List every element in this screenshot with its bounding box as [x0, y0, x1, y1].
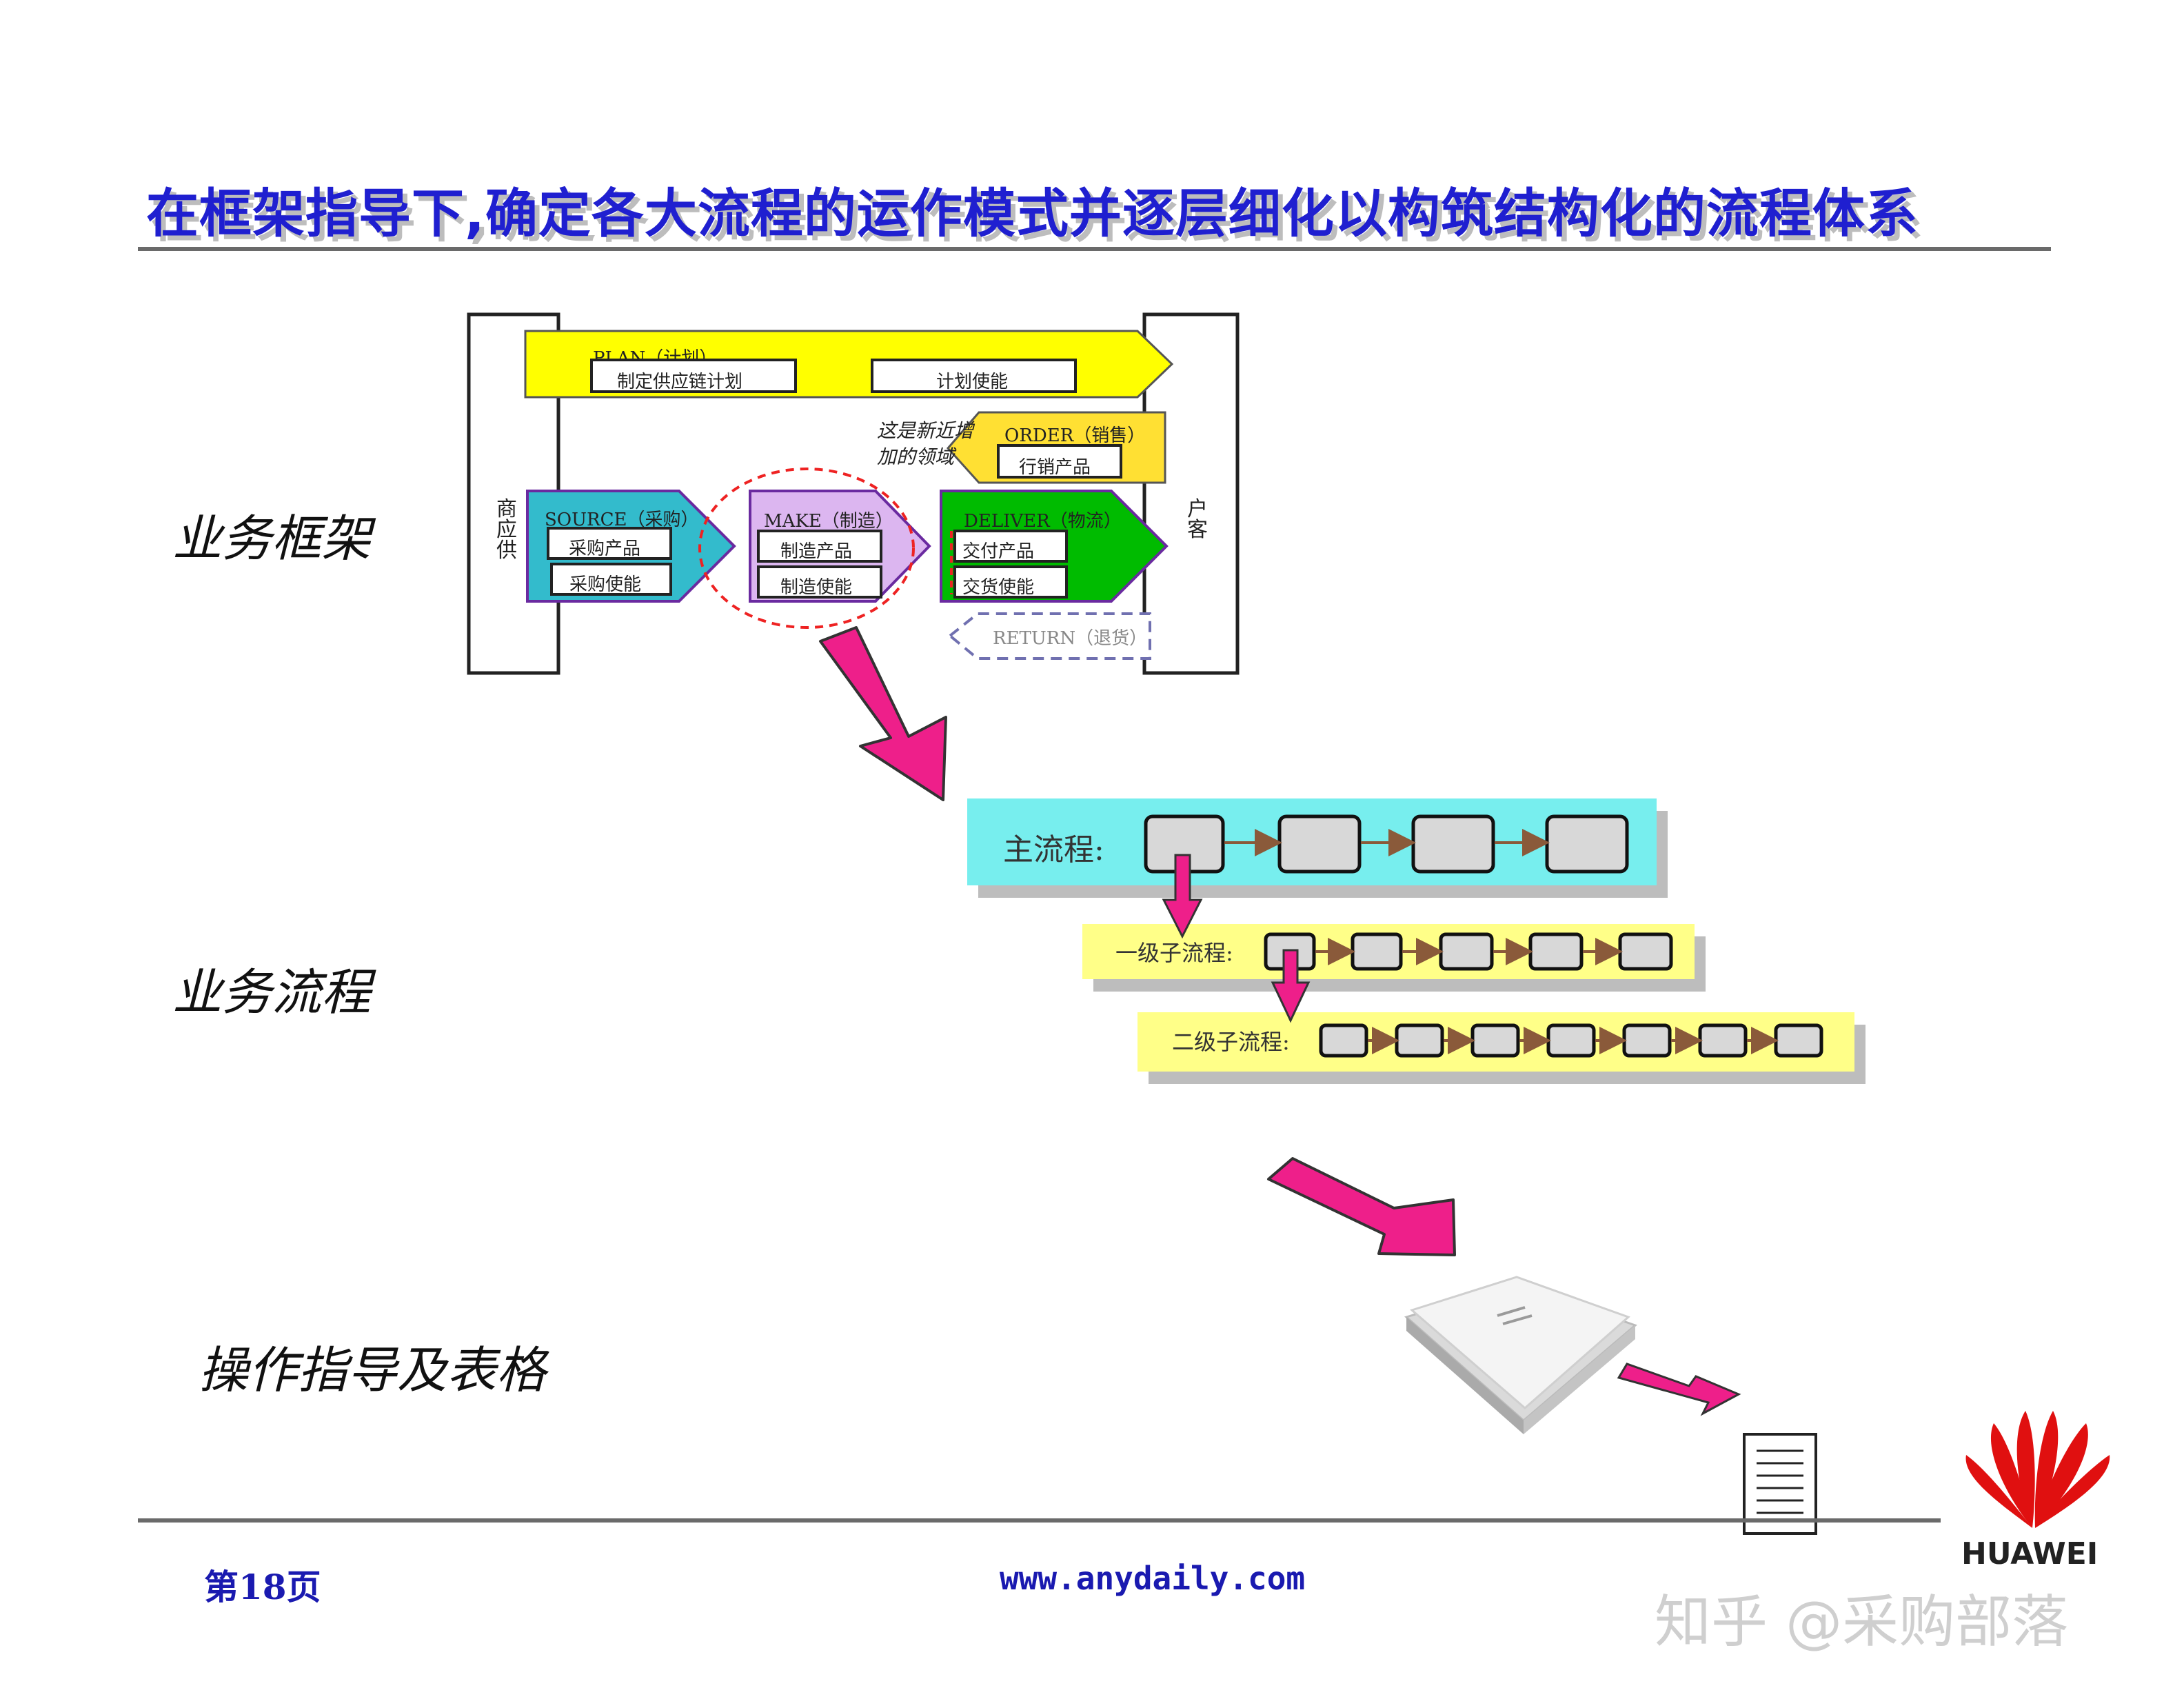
deliver-box-2-label: 交货使能: [962, 577, 1034, 598]
order-box[interactable]: [997, 444, 1122, 479]
make-box-2-label: 制造使能: [780, 577, 852, 598]
level2-step-4[interactable]: [1546, 1023, 1596, 1058]
deliver-box-1-label: 交付产品: [962, 541, 1034, 562]
plan-box-1-label: 制定供应链计划: [617, 372, 742, 392]
watermark: 知乎 @采购部落: [1655, 1589, 2069, 1655]
level2-step-2[interactable]: [1395, 1023, 1444, 1058]
make-label: MAKE（制造）: [764, 511, 893, 532]
plan-box-2-label: 计划使能: [936, 372, 1008, 392]
new-area-note-line2: 加的领域: [877, 445, 957, 468]
main-step-2[interactable]: [1277, 814, 1362, 874]
make-box-2[interactable]: [757, 565, 882, 599]
deliver-box-1[interactable]: [953, 530, 1068, 563]
supplier-char-2: 应: [496, 518, 517, 542]
main-process-label: 主流程:: [1003, 832, 1104, 867]
level2-step-3[interactable]: [1470, 1023, 1520, 1058]
deliver-box-2[interactable]: [953, 565, 1068, 599]
new-area-note-line1: 这是新近增: [877, 419, 975, 442]
section-label-guide: 操作指导及表格: [199, 1341, 547, 1399]
make-box-1[interactable]: [757, 530, 882, 563]
level2-step-5[interactable]: [1622, 1023, 1672, 1058]
order-box-label: 行销产品: [1019, 457, 1091, 478]
return-arrow: [947, 612, 1151, 660]
level2-process-label: 二级子流程:: [1172, 1029, 1290, 1055]
source-box-1-label: 采购产品: [569, 539, 640, 559]
level2-step-6[interactable]: [1698, 1023, 1748, 1058]
drilldown-arrow-2: [1271, 949, 1311, 1023]
huawei-logo-icon: [1965, 1411, 2110, 1528]
page-number: 第18页: [204, 1567, 321, 1607]
down-arrow-1: [819, 626, 947, 801]
make-box-1-label: 制造产品: [780, 541, 852, 562]
supplier-char-3: 供: [496, 539, 517, 563]
deliver-label: DELIVER（物流）: [964, 511, 1122, 532]
customer-char-1: 户: [1187, 497, 1208, 521]
source-box-2[interactable]: [550, 563, 672, 596]
small-arrow: [1617, 1363, 1741, 1416]
source-box-2-label: 采购使能: [569, 574, 641, 595]
form-document-icon: [1743, 1433, 1817, 1535]
document-stack-icon: [1404, 1276, 1637, 1434]
level2-step-7[interactable]: [1774, 1023, 1823, 1058]
main-step-3[interactable]: [1411, 814, 1495, 874]
section-label-framework: 业务框架: [172, 510, 372, 567]
level2-process-steps: [1319, 1023, 1823, 1058]
order-label: ORDER（销售）: [1004, 425, 1145, 446]
down-arrow-2: [1267, 1157, 1456, 1256]
main-step-4[interactable]: [1545, 814, 1629, 874]
plan-box-1[interactable]: [590, 359, 797, 393]
drilldown-arrow-1: [1162, 854, 1203, 939]
customer-char-2: 客: [1187, 518, 1208, 542]
page-title: 在框架指导下,确定各大流程的运作模式并逐层细化以构筑结构化的流程体系: [146, 183, 1919, 244]
level1-step-3[interactable]: [1439, 932, 1494, 971]
source-box-1[interactable]: [547, 527, 672, 560]
supplier-char-1: 商: [496, 497, 517, 521]
footer-divider: [138, 1518, 1941, 1523]
make-highlight-ellipse: [698, 468, 915, 629]
level1-process-label: 一级子流程:: [1115, 940, 1233, 966]
title-divider: [138, 247, 2051, 251]
huawei-brand-text: HUAWEI: [1961, 1536, 2099, 1571]
level2-step-1[interactable]: [1319, 1023, 1368, 1058]
main-process-steps: [1144, 814, 1629, 874]
level1-step-5[interactable]: [1618, 932, 1673, 971]
level1-step-4[interactable]: [1528, 932, 1584, 971]
section-label-process: 业务流程: [172, 963, 372, 1021]
plan-box-2[interactable]: [871, 359, 1077, 393]
return-label: RETURN（退货）: [993, 628, 1147, 649]
footer-url[interactable]: www.anydaily.com: [1000, 1560, 1306, 1597]
level1-step-2[interactable]: [1351, 932, 1403, 971]
